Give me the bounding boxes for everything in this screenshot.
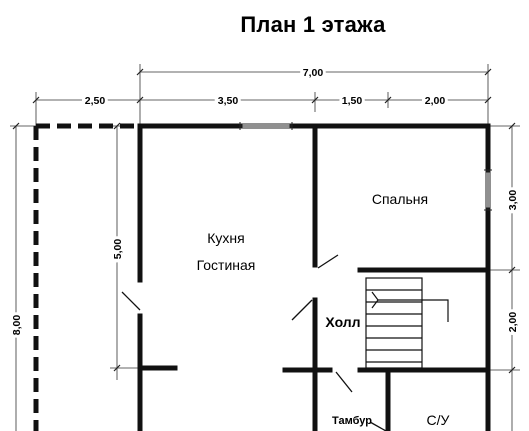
room-bathroom-label: С/У (427, 412, 450, 428)
walls (137, 123, 491, 431)
window-right (484, 169, 492, 211)
room-kitchen-label: Кухня (207, 230, 244, 246)
terrace-outline (33, 123, 140, 431)
room-bedroom-label: Спальня (372, 191, 428, 207)
window-top (239, 122, 293, 130)
room-hall-label: Холл (325, 314, 360, 330)
dim-seg-b: 1,50 (342, 95, 363, 107)
door-swings (121, 254, 387, 431)
dim-seg-a: 3,50 (218, 95, 239, 107)
plan-title: План 1 этажа (240, 12, 386, 37)
dim-hall-height: 2,00 (507, 312, 519, 333)
room-vestibule-label: Тамбур (332, 415, 372, 427)
dim-overall-width: 7,00 (303, 67, 324, 79)
dim-overall-height: 8,00 (11, 315, 23, 336)
dim-bedroom-height: 3,00 (507, 190, 519, 211)
dim-seg-c: 2,00 (425, 95, 446, 107)
dimension-lines (10, 64, 520, 431)
dimension-ticks (12, 68, 516, 374)
dim-living-height: 5,00 (112, 239, 124, 260)
staircase (365, 277, 449, 369)
room-living-label: Гостиная (197, 257, 256, 273)
dim-left-extension: 2,50 (85, 95, 106, 107)
